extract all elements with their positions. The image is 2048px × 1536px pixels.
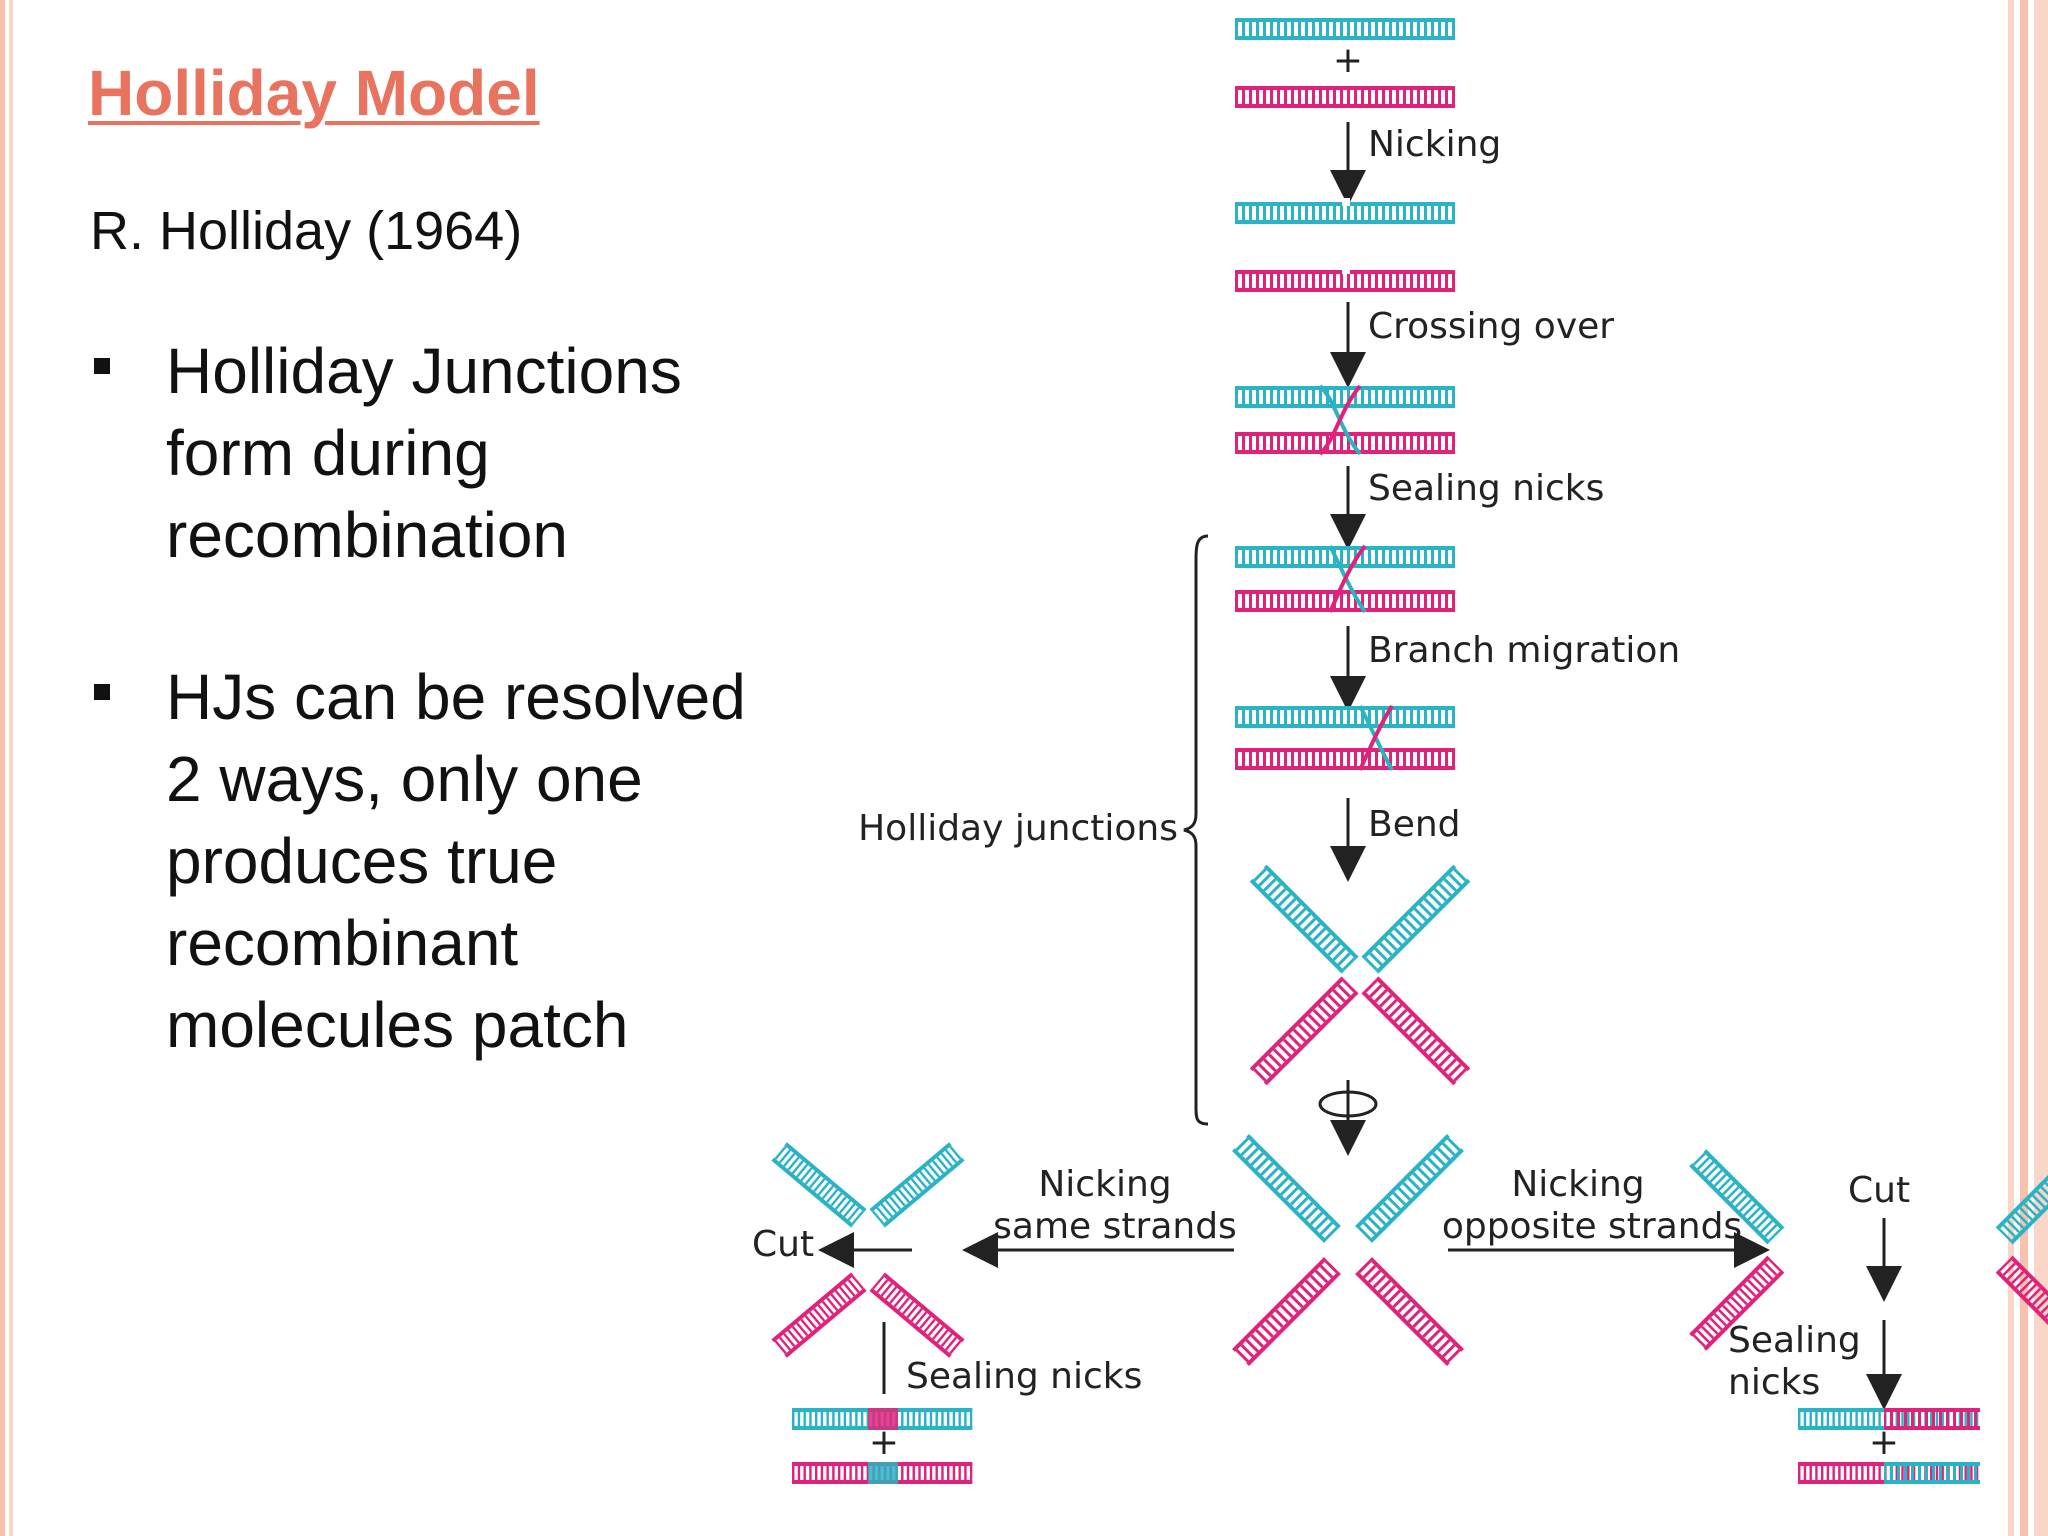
dna-crossover-intermediate (1235, 384, 1455, 456)
plus-sign: + (869, 1422, 899, 1463)
dna-duplex-parental-1 (1235, 18, 1455, 40)
dna-junction-right-cut-2 (1995, 1149, 2048, 1351)
step-label-nicking: Nicking (1368, 124, 1501, 165)
dna-holliday-junction-center (1232, 1134, 1464, 1366)
dna-holliday-junction-sealed (1235, 544, 1455, 614)
dna-duplex-product-left-2 (792, 1462, 973, 1484)
slide-title: Holliday Model (88, 57, 540, 129)
rotation-icon (1318, 1080, 1378, 1156)
right-sealing-label-line2: nicks (1728, 1362, 1820, 1403)
holliday-junctions-bracket (1183, 534, 1209, 1126)
dna-holliday-junction-migrated (1235, 704, 1455, 771)
dna-duplex-product-right-2 (1798, 1462, 1980, 1484)
bullet-item: HJs can be resolved 2 ways, only one pro… (90, 656, 770, 1066)
slide-subtitle: R. Holliday (1964) (90, 201, 523, 261)
left-branch-label-line1: Nicking (1038, 1164, 1171, 1205)
bullet-item: Holliday Junctions form during recombina… (90, 330, 770, 576)
left-cut-label: Cut (752, 1224, 814, 1265)
bullet-list: Holliday Junctions form during recombina… (90, 330, 770, 1146)
left-sealing-label: Sealing nicks (906, 1356, 1142, 1397)
dna-duplex-product-left-1 (792, 1408, 973, 1430)
step-label-sealing-nicks: Sealing nicks (1368, 468, 1604, 509)
right-cut-label: Cut (1848, 1170, 1910, 1211)
step-label-branch-migration: Branch migration (1368, 630, 1680, 671)
plus-sign: + (1333, 40, 1363, 81)
dna-duplex-parental-2 (1235, 86, 1455, 108)
step-label-bend: Bend (1368, 804, 1461, 845)
right-branch-label-line2: opposite strands (1442, 1206, 1742, 1247)
bullet-text: HJs can be resolved 2 ways, only one pro… (166, 661, 746, 1061)
step-label-crossing-over: Crossing over (1368, 306, 1614, 347)
dna-duplex-product-right-1 (1798, 1408, 1980, 1430)
right-sealing-label-line1: Sealing (1728, 1320, 1861, 1361)
left-branch-label-line2: same strands (993, 1206, 1237, 1247)
dna-duplex-nicked-2 (1235, 266, 1455, 292)
dna-holliday-junction-bent-x (1249, 864, 1471, 1086)
square-bullet-icon (94, 358, 110, 374)
bullet-text: Holliday Junctions form during recombina… (166, 335, 682, 571)
slide-border-left (0, 0, 22, 1536)
dna-duplex-nicked-1 (1235, 198, 1455, 224)
plus-sign: + (1869, 1422, 1899, 1463)
square-bullet-icon (94, 684, 110, 700)
right-branch-label-line1: Nicking (1511, 1164, 1644, 1205)
bracket-label: Holliday junctions (858, 808, 1178, 849)
